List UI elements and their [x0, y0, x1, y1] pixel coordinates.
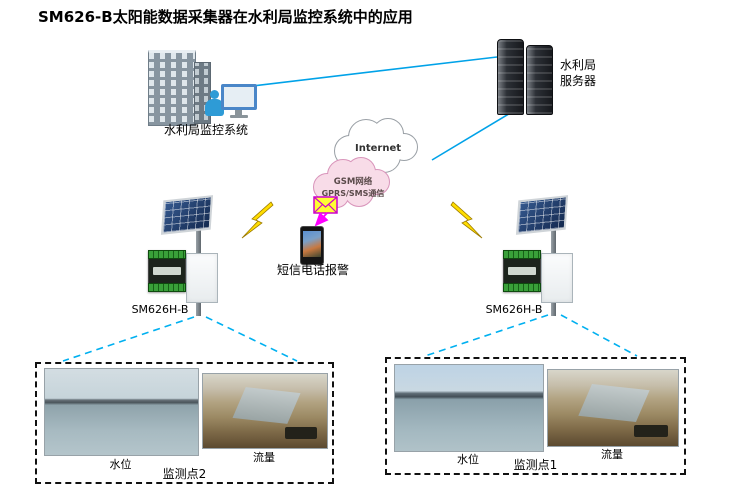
phone-screen [303, 231, 321, 257]
link-server-internet [431, 111, 513, 161]
link-station2-site-left [62, 316, 195, 362]
data-logger-icon [503, 250, 541, 292]
building-icon [148, 50, 196, 126]
server-tower-1 [497, 39, 524, 115]
data-logger-icon [148, 250, 186, 292]
solar-panel-icon [515, 195, 569, 235]
envelope-icon [313, 196, 338, 214]
alarm-arrow [314, 212, 329, 227]
excavator-shape [633, 424, 668, 437]
site1-flow-caption: 流量 [601, 448, 623, 461]
gsm-label-line1: GSM网络 [334, 176, 373, 187]
station-left [146, 195, 226, 318]
site2-flow-caption: 流量 [253, 451, 275, 464]
excavator-shape [284, 427, 318, 440]
gsm-label-line2: GPRS/SMS通信 [322, 188, 385, 198]
lightning-left-icon [241, 201, 274, 239]
site1-box: 水位 流量 监测点1 [385, 357, 686, 475]
server-label-line2: 服务器 [560, 74, 597, 88]
site2-water-level-photo [44, 368, 199, 456]
site2-label: 监测点2 [162, 467, 207, 481]
person-icon [205, 90, 224, 116]
internet-label: Internet [355, 143, 401, 154]
water-channel-shape [578, 383, 650, 422]
monitoring-center [148, 50, 260, 126]
water-channel-shape [232, 387, 301, 425]
solar-panel-icon [160, 195, 214, 235]
site1-water-level-caption: 水位 [457, 453, 479, 466]
site1-water-level-photo [394, 364, 544, 452]
site1-label: 监测点1 [513, 458, 558, 472]
station-left-label: SM626H-B [131, 303, 189, 316]
lightning-right-icon [450, 201, 483, 239]
gsm-cloud: GSM网络 GPRS/SMS通信 [313, 157, 390, 208]
site1-flow-photo [547, 369, 679, 447]
link-station2-site-right [205, 316, 298, 362]
phone-icon [300, 226, 324, 265]
enclosure-box [186, 253, 218, 303]
link-monitor-server [251, 56, 498, 87]
site2-box: 水位 流量 监测点2 [35, 362, 334, 484]
page-title: SM626-B太阳能数据采集器在水利局监控系统中的应用 [38, 8, 413, 26]
server-tower-2 [525, 45, 553, 115]
monitoring-center-label: 水利局监控系统 [163, 123, 248, 137]
server-label-line1: 水利局 [560, 58, 597, 72]
monitor-icon [221, 84, 257, 119]
site2-water-level-caption: 水位 [109, 458, 132, 471]
link-station1-site-right [560, 314, 638, 357]
site2-flow-photo [202, 373, 328, 449]
enclosure-box [541, 253, 573, 303]
server-icon [497, 39, 553, 115]
link-station1-site-left [424, 314, 549, 357]
alarm-label: 短信电话报警 [276, 263, 349, 277]
station-right [501, 195, 581, 318]
station-right-label: SM626H-B [485, 303, 543, 316]
internet-cloud: Internet [334, 118, 418, 173]
